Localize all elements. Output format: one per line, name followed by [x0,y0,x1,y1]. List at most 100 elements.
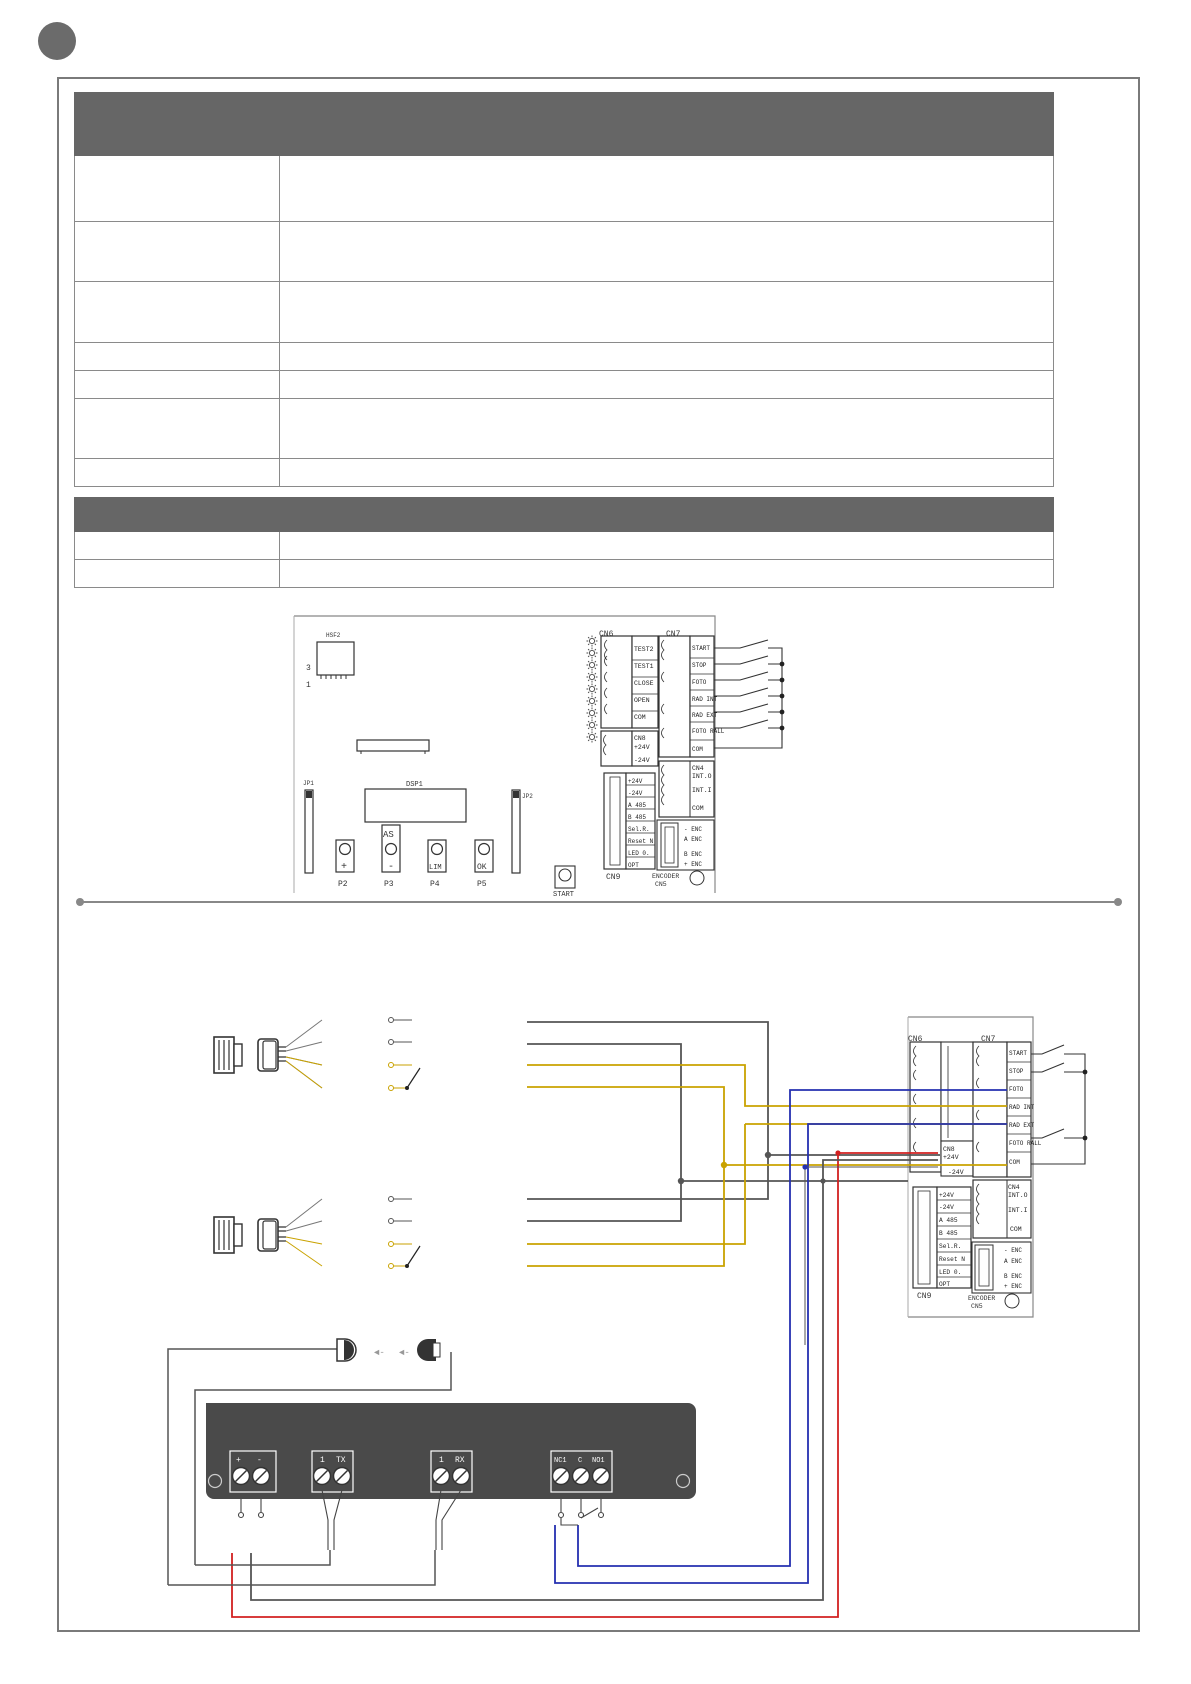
svg-text:+ ENC: + ENC [684,861,702,868]
display-label: DSP1 [406,781,423,789]
button-p5[interactable]: OK P5 [474,839,494,889]
table-row [74,559,1054,588]
svg-text:ENCODER: ENCODER [652,873,679,880]
content-frame [57,77,1140,1632]
svg-text:CN5: CN5 [971,1303,983,1310]
photocell-1 [213,1019,323,1089]
svg-text:FOTO: FOTO [1009,1086,1024,1093]
svg-text:+24V: +24V [939,1192,954,1199]
svg-text:P4: P4 [430,880,440,889]
cn7-label: CN7 [666,630,681,639]
svg-text:LED 0.: LED 0. [628,850,650,857]
svg-text:+: + [236,1456,241,1465]
button-p3[interactable]: AS - P3 [381,824,401,889]
table-row [74,370,1054,399]
svg-text:-24V: -24V [948,1169,964,1176]
svg-text:P2: P2 [338,880,348,889]
svg-text:FOTO RALL: FOTO RALL [1009,1140,1042,1147]
photocell-2-terminals [388,1196,421,1269]
cn6-label: CN6 [599,630,614,639]
svg-text:1: 1 [320,1456,325,1465]
optical-sensor-pair: ◄- ◄- [167,1338,452,1585]
svg-text:C: C [578,1457,582,1465]
svg-text:OK: OK [477,863,487,872]
svg-text:A ENC: A ENC [684,836,702,843]
svg-text:TEST2: TEST2 [634,646,654,653]
svg-text:CN8: CN8 [634,735,646,742]
section-divider [76,898,1122,906]
svg-text:INT.I: INT.I [692,787,712,794]
svg-text:Sel.R.: Sel.R. [628,826,650,833]
svg-text:B 485: B 485 [939,1230,958,1237]
svg-text:START: START [1009,1050,1027,1057]
svg-text:START: START [692,645,710,652]
settings-table [74,497,1054,588]
svg-text:START: START [553,891,574,899]
svg-text:-24V: -24V [634,757,650,764]
svg-text:CN9: CN9 [606,873,621,882]
photocell-1-terminals [388,1017,421,1091]
svg-text:NC1: NC1 [554,1457,567,1465]
svg-text:B ENC: B ENC [684,851,702,858]
svg-text:ENCODER: ENCODER [968,1295,995,1302]
button-p4[interactable]: LIM P4 [427,839,447,889]
svg-text:P5: P5 [477,880,487,889]
pin3-label: 3 [306,664,311,673]
svg-text:COM: COM [634,714,646,721]
specs-table-header [74,92,1054,156]
svg-text:+24V: +24V [628,778,643,785]
svg-text:+24V: +24V [634,744,650,751]
svg-text:COM: COM [1010,1226,1022,1233]
settings-table-header [74,497,1054,532]
svg-text:Sel.R.: Sel.R. [939,1243,961,1250]
table-row [74,458,1054,487]
wiring [231,1021,1007,1618]
svg-text:-24V: -24V [939,1204,954,1211]
start-button[interactable]: START [553,865,576,899]
svg-text:COM: COM [1009,1159,1020,1166]
svg-text:A ENC: A ENC [1004,1258,1022,1265]
table-row [74,221,1054,282]
svg-text:AS: AS [383,830,394,840]
svg-text:LED 0.: LED 0. [939,1269,961,1276]
svg-text:B 485: B 485 [628,814,646,821]
svg-text:◄-: ◄- [374,1348,385,1358]
button-p2[interactable]: + P2 [335,839,355,889]
svg-text:TX: TX [336,1456,346,1465]
jp1-label: JP1 [303,780,314,787]
svg-text:+24V: +24V [943,1154,959,1161]
svg-text:CN5: CN5 [655,881,667,888]
svg-text:CN8: CN8 [943,1146,955,1153]
svg-text:B ENC: B ENC [1004,1273,1022,1280]
svg-text:FOTO: FOTO [692,679,707,686]
svg-text:CLOSE: CLOSE [634,680,654,687]
svg-text:CN4: CN4 [692,765,704,772]
svg-text:INT.O: INT.O [692,773,712,780]
svg-text:A 485: A 485 [939,1217,958,1224]
svg-text:RAD INT: RAD INT [1009,1104,1035,1111]
svg-text:INT.I: INT.I [1008,1207,1028,1214]
svg-text:TEST1: TEST1 [634,663,654,670]
svg-text:FOTO RALL: FOTO RALL [692,728,725,735]
receiver-leads [237,1489,605,1550]
control-board-1: HSF2 3 1 JP1 JP2 DSP1 + P2 AS - P3 [293,615,785,899]
svg-text:CN9: CN9 [917,1292,932,1301]
svg-text:COM: COM [692,805,704,812]
svg-text:+ ENC: + ENC [1004,1283,1022,1290]
svg-text:- ENC: - ENC [1004,1247,1022,1254]
svg-text:+: + [341,862,347,873]
svg-text:STOP: STOP [692,662,707,669]
jp2-label: JP2 [522,793,533,800]
svg-text:-24V: -24V [628,790,643,797]
svg-text:OPEN: OPEN [634,697,650,704]
svg-text:- ENC: - ENC [684,826,702,833]
svg-text:RX: RX [455,1456,465,1465]
svg-text:OPT: OPT [628,862,639,869]
svg-text:-: - [388,862,394,873]
hsf2-label: HSF2 [326,632,341,639]
table-row [74,342,1054,371]
svg-text:Reset N: Reset N [939,1256,965,1263]
specs-table [74,92,1054,487]
svg-text:STOP: STOP [1009,1068,1024,1075]
